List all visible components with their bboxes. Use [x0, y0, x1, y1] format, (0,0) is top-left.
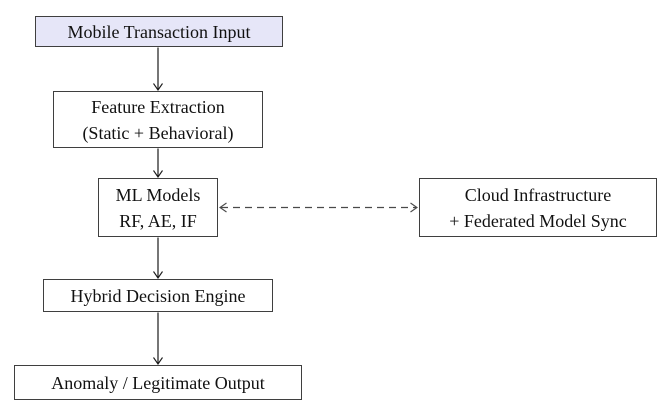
edge-input-to-feature: [153, 47, 163, 91]
node-ml-models: ML Models RF, AE, IF: [98, 178, 218, 237]
node-label-line2: RF, AE, IF: [119, 210, 197, 231]
node-label-line1: Feature Extraction: [91, 96, 225, 117]
edge-feature-to-ml: [153, 148, 163, 178]
node-mobile-transaction-input: Mobile Transaction Input: [35, 16, 283, 47]
node-label: Mobile Transaction Input: [67, 21, 251, 42]
node-anomaly-legitimate-output: Anomaly / Legitimate Output: [14, 365, 302, 400]
edge-ml-cloud-sync: [219, 202, 418, 213]
node-hybrid-decision-engine: Hybrid Decision Engine: [43, 279, 273, 312]
node-label: Anomaly / Legitimate Output: [51, 372, 265, 393]
node-label-line2: + Federated Model Sync: [449, 210, 627, 231]
node-label-line2: (Static + Behavioral): [82, 122, 234, 143]
node-label-line1: Cloud Infrastructure: [464, 184, 612, 205]
edge-ml-to-engine: [153, 237, 163, 279]
node-feature-extraction: Feature Extraction (Static + Behavioral): [53, 91, 263, 148]
node-label-line1: ML Models: [115, 184, 201, 205]
node-cloud-infrastructure: Cloud Infrastructure + Federated Model S…: [419, 178, 657, 237]
edge-engine-to-output: [153, 312, 163, 365]
node-label: Hybrid Decision Engine: [70, 285, 246, 306]
